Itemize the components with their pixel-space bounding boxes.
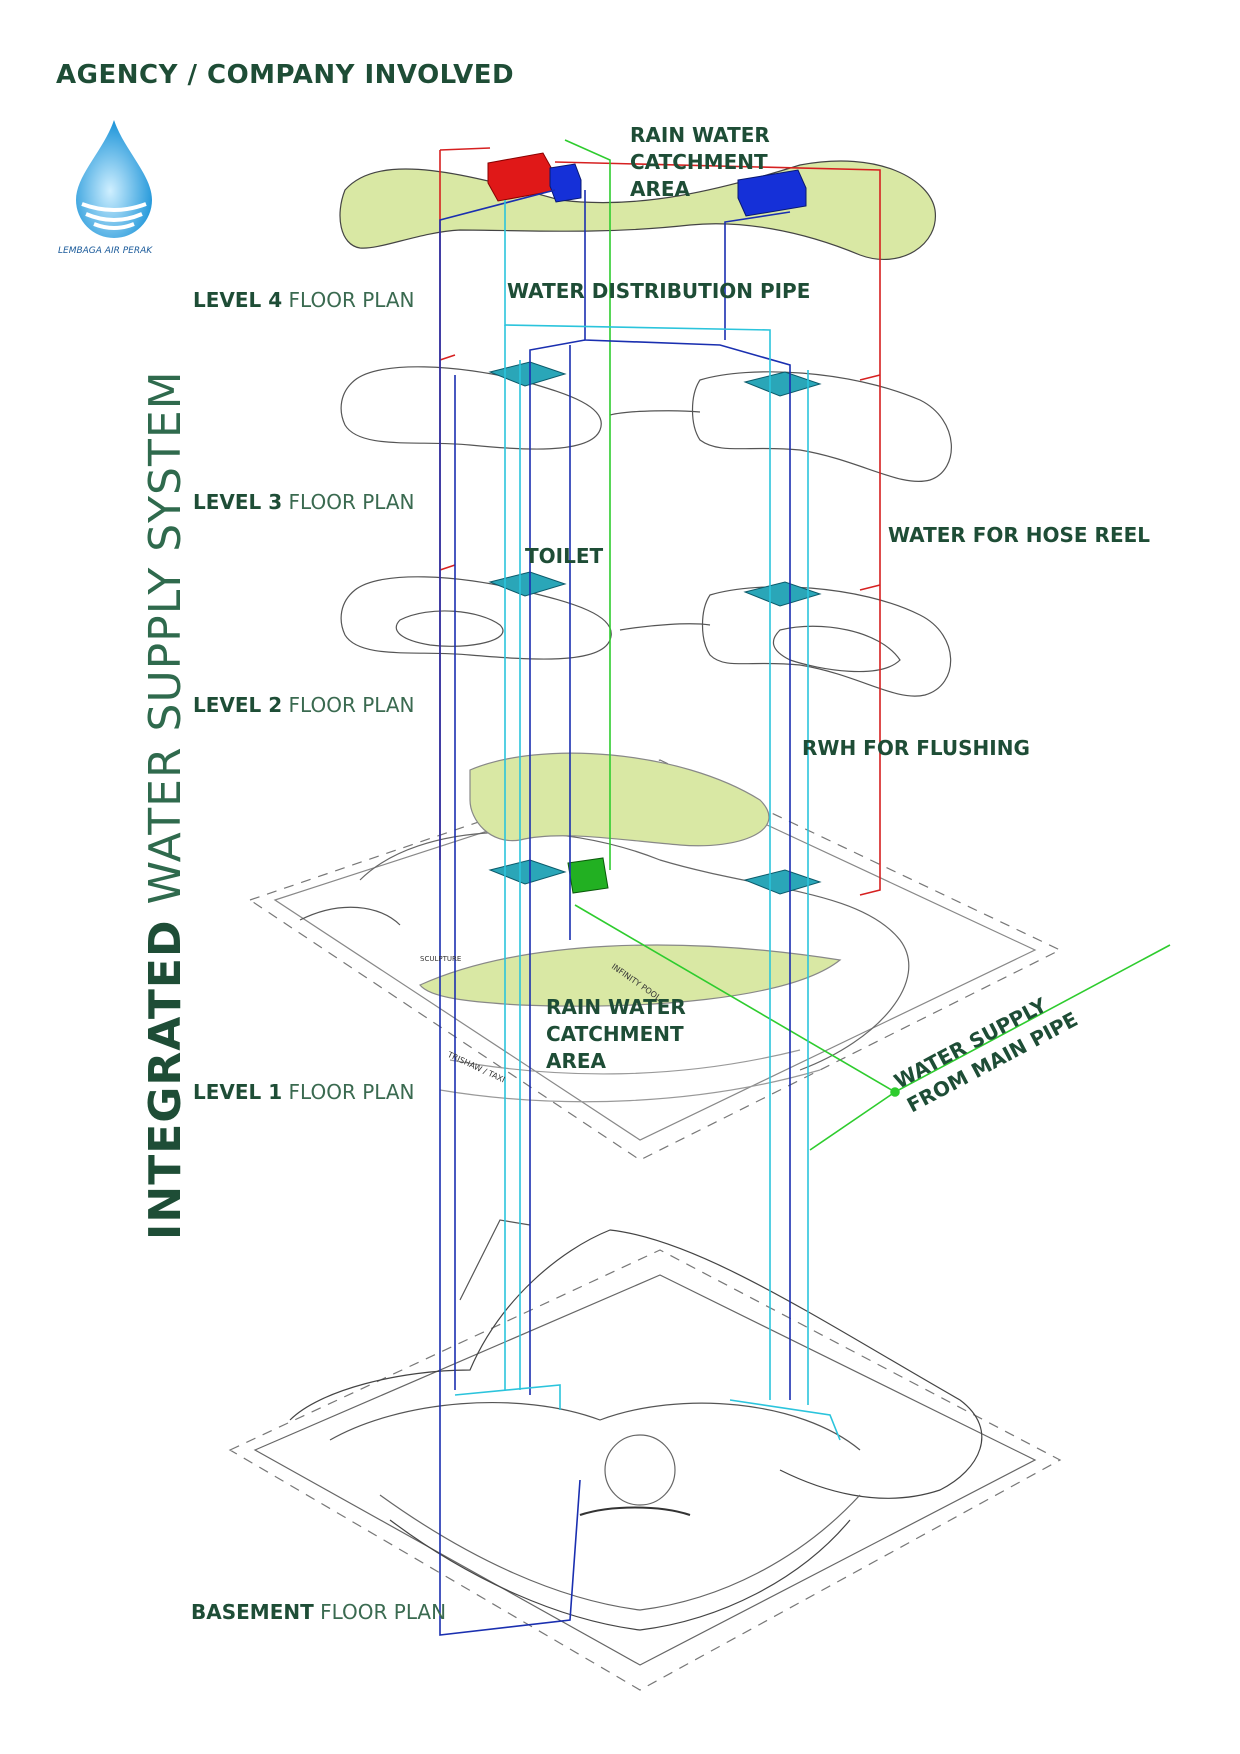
blue-tank-east [737, 169, 807, 217]
callout-toilet: TOILET [525, 544, 604, 568]
toilet-block-l2-west [488, 571, 567, 597]
logo-caption: LEMBAGA AIR PERAK [58, 246, 153, 256]
level3-east-wing [691, 371, 952, 482]
distribution-pipes [439, 189, 791, 1636]
main-supply-pipe [564, 139, 1171, 1151]
toilet-block-l2-east [743, 581, 822, 607]
toilet-blocks [488, 361, 822, 895]
toilet-block-l1-west [488, 859, 567, 885]
level2-west-wing [340, 576, 612, 660]
blue-tank-west [549, 163, 582, 203]
callout-rwh-flushing: RWH FOR FLUSHING [802, 736, 1030, 760]
level3-west-wing [340, 366, 602, 450]
plan-label-sculpture: SCULPTURE [420, 955, 462, 963]
toilet-block-l3-east [743, 371, 822, 397]
callout-distribution-pipe: WATER DISTRIBUTION PIPE [507, 279, 811, 303]
flushing-pipes [454, 200, 841, 1441]
floor-label-level4: LEVEL 4 FLOOR PLAN [193, 288, 415, 312]
water-drop-icon [76, 120, 152, 238]
callout-hose-reel: WATER FOR HOSE REEL [888, 523, 1151, 547]
toilet-block-l3-west [488, 361, 567, 387]
floor-label-level3: LEVEL 3 FLOOR PLAN [193, 490, 415, 514]
page-title: AGENCY / COMPANY INVOLVED [56, 60, 515, 90]
floor-label-level1: LEVEL 1 FLOOR PLAN [193, 1080, 415, 1104]
level2-east-wing [701, 586, 952, 697]
roof-tanks [487, 152, 807, 217]
logo: LEMBAGA AIR PERAK [58, 120, 164, 260]
floor-label-level2: LEVEL 2 FLOOR PLAN [193, 693, 415, 717]
rwh-tank [567, 857, 609, 894]
floor-label-basement: BASEMENT FLOOR PLAN [191, 1600, 447, 1624]
basement-plan [228, 1219, 1062, 1691]
toilet-block-l1-east [743, 869, 822, 895]
